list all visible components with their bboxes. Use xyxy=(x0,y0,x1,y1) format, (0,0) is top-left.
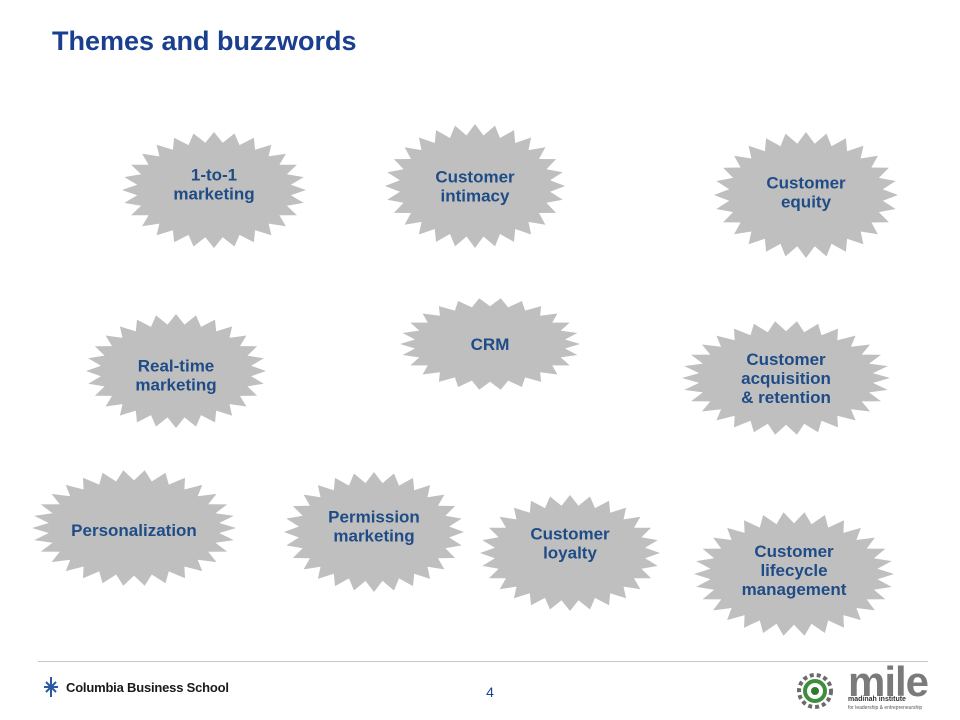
burst-label-line: & retention xyxy=(741,388,831,407)
burst-crm: CRM xyxy=(400,298,580,390)
mile-subtitle: madinah institute xyxy=(848,696,906,703)
mile-logo: mile madinah institute for leadership & … xyxy=(792,658,932,714)
starburst-shape xyxy=(714,132,898,258)
starburst-shape xyxy=(284,472,464,592)
burst-label-line: equity xyxy=(781,192,832,211)
mile-wordmark: mile xyxy=(848,658,929,705)
page-title: Themes and buzzwords xyxy=(52,26,357,56)
burst-label-line: Personalization xyxy=(71,521,197,540)
starburst-shape xyxy=(122,132,306,248)
burst-label-line: Customer xyxy=(530,525,610,544)
burst-label-line: Customer xyxy=(746,350,826,369)
burst-label-line: CRM xyxy=(471,335,510,354)
columbia-business-school-logo: Columbia Business School xyxy=(40,674,229,700)
burst-label-line: marketing xyxy=(173,184,254,203)
burst-label-line: lifecycle xyxy=(760,561,827,580)
starburst-shape xyxy=(682,321,890,435)
footer-divider xyxy=(38,661,928,662)
starburst-shape xyxy=(694,512,894,636)
starburst-shape xyxy=(385,124,565,248)
burst-label-line: marketing xyxy=(333,527,414,546)
burst-label-line: intimacy xyxy=(441,186,511,205)
school-name: Columbia Business School xyxy=(66,679,229,695)
starburst-shape xyxy=(32,470,236,586)
columbia-crown-icon xyxy=(44,677,58,697)
starburst-shape xyxy=(400,298,580,390)
burst-label-line: management xyxy=(742,580,847,599)
mile-emblem-icon xyxy=(797,673,833,709)
burst-label-line: marketing xyxy=(135,375,216,394)
burst-label-line: loyalty xyxy=(543,544,597,563)
burst-label-line: Real-time xyxy=(138,356,215,375)
burst-label-line: 1-to-1 xyxy=(191,165,237,184)
page-number: 4 xyxy=(486,684,494,700)
burst-label-line: Customer xyxy=(754,542,834,561)
burst-label-line: Permission xyxy=(328,508,420,527)
burst-personalization: Personalization xyxy=(32,470,236,586)
burst-label-line: acquisition xyxy=(741,369,831,388)
burst-label-line: Customer xyxy=(766,173,846,192)
burst-label-line: Customer xyxy=(435,167,515,186)
mile-tagline: for leadership & entrepreneurship xyxy=(848,705,923,711)
starburst-shape xyxy=(86,314,266,428)
starburst-shape xyxy=(480,495,660,611)
